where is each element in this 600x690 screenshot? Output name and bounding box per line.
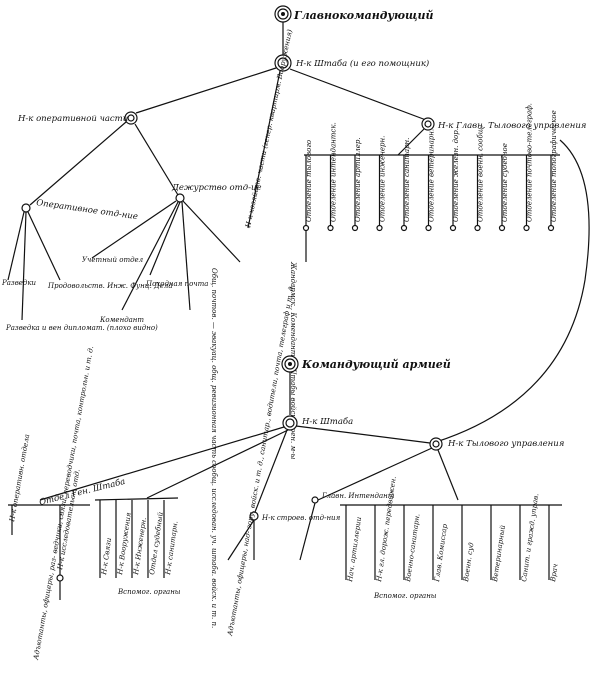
line-children-label: Адъютанты, офицеры, над- зору, войск. и … (226, 284, 296, 637)
rear-chief-label: Н-к Главн. Тылового управления (437, 121, 587, 131)
chief-of-staff-label: Н-к Штаба (и его помощник) (295, 58, 429, 69)
rear-dept-node (449, 224, 457, 232)
gen-staff-dept-label: Отдел Ген. Штаба (38, 476, 126, 508)
rear-dept-label: Отделение тылового (305, 140, 313, 222)
main-intendant-label: Главн. Интендант (321, 492, 395, 500)
rear-dept-label: Отделение железн. дор. (452, 128, 460, 222)
intendant-label: Военн. суд (462, 541, 476, 583)
rear-dept-node (327, 224, 334, 232)
aux-label: Н-к Инженерн. (132, 517, 148, 576)
intendant-label: Глав. Комиссар (433, 523, 449, 583)
rear-dept-label: Отделение топографическое (550, 110, 558, 222)
duty-section-node (175, 193, 185, 203)
rear-dept-node (523, 224, 530, 232)
duty-section-label: Дежурство отд-ие (171, 183, 262, 193)
rear-dept-label: Отделение инженерн. (379, 136, 387, 222)
rear-dept-label: Отделение судебное (501, 143, 509, 222)
aux-group-label: Вспомог. органы (117, 588, 181, 596)
rear-dept-label: Отделение санитарн. (403, 138, 411, 222)
intendant-label: Санит. и гражд. управ. (520, 493, 540, 582)
operations-section-node (21, 203, 31, 213)
operations-section-label: Оперативное отд-ние (36, 198, 139, 222)
intendant-label: Ветеринарный (491, 524, 507, 583)
intendant-label: Военно-санитарн. (404, 513, 422, 583)
rear-dept-node (425, 224, 432, 232)
rear-dept-label: Отделение ветеринарн. (428, 129, 436, 222)
aux-label: Н-к санитарн. (164, 520, 180, 576)
intendant-label: Нач. артиллерии (346, 516, 363, 583)
operations-chief-label: Н-к оперативной части (17, 114, 128, 124)
ops-child-label: Разведка и вен дипломат. (плохо видно) (5, 324, 158, 332)
quartermaster-label: Н-к хозяйств. части (генер. квартирм. Во… (244, 28, 294, 229)
gen-staff-child-label: Н-к оперативн. отдела (8, 434, 31, 524)
rear-dept-node (400, 224, 408, 232)
rear-dept-node (302, 224, 310, 232)
army-chief-of-staff-label: Н-к Штаба (301, 416, 353, 427)
army-commander-node (281, 355, 299, 373)
main-intendant-node (311, 496, 319, 504)
rear-dept-label: Отделение почтово-телеграф. (526, 103, 534, 222)
ops-child-label: Продовольств. Инж. Фунц. Дела (47, 282, 173, 290)
intendant-label: Врач (549, 563, 560, 583)
rear-dept-node (498, 224, 506, 232)
aux-group-label-2: Вспомог. органы (373, 592, 437, 600)
rear-dept-label: Отделение интендантск. (330, 122, 338, 222)
commander-label: Главнокомандующий (293, 9, 433, 22)
line-chief-label: Н-к строев. отд-ния (261, 514, 341, 522)
aux-label: Н-к Связи (100, 537, 113, 576)
rear-dept-node (351, 224, 359, 232)
aux-label: Отдел судебный (148, 511, 165, 575)
army-commander-label: Командующий армией (301, 358, 451, 371)
rear-dept-label: Отделение артиллер. (354, 137, 362, 222)
link-curve (435, 139, 590, 443)
chief-of-staff-node (274, 54, 292, 72)
army-rear-chief-label: Н-к Тылового управления (447, 439, 565, 449)
duty-child-label: Комендант (99, 316, 144, 324)
rear-dept-label: Отделение военн. сообщ. (477, 125, 485, 222)
duty-child-label: Учетный отдел (82, 256, 143, 264)
aux-label: Н-к Вооружения (116, 512, 133, 577)
commander-node (274, 5, 292, 23)
rear-dept-node (376, 224, 383, 232)
duty-child-label: Походная почта (145, 280, 208, 288)
rear-dept-node (547, 224, 555, 232)
ops-child-label: Разведки (1, 279, 37, 287)
rear-dept-node (474, 224, 481, 232)
